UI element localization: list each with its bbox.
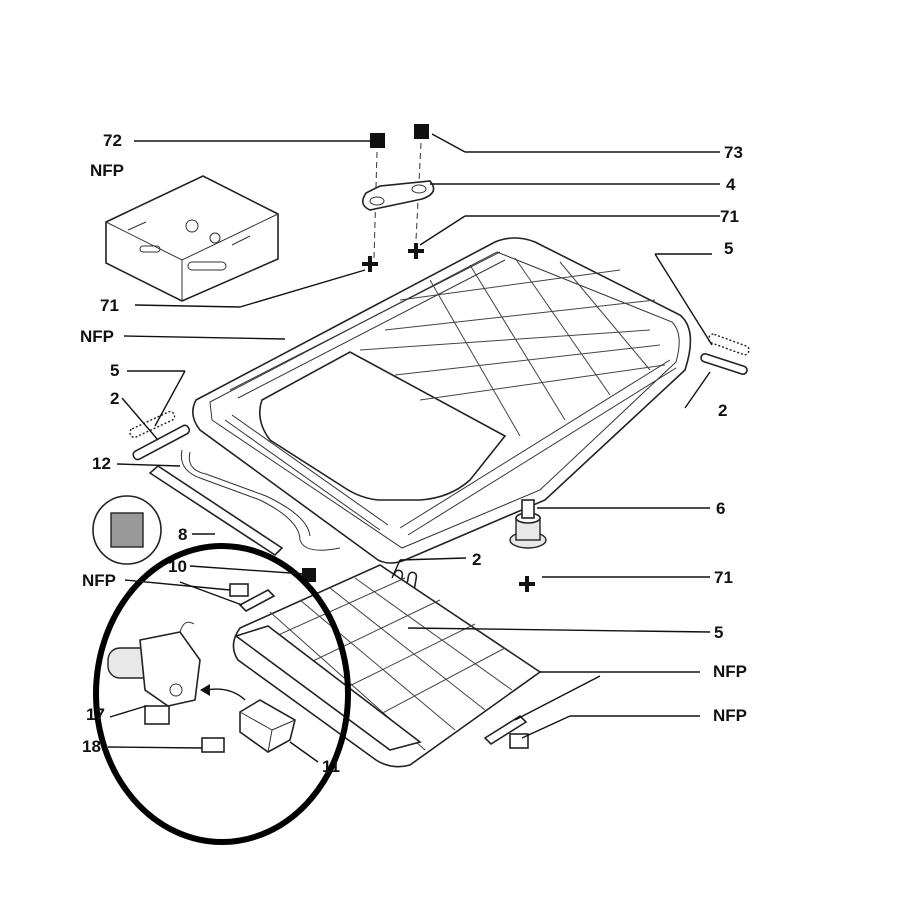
square-nut-icon — [370, 133, 385, 148]
plus-fastener-icon — [362, 256, 378, 272]
label-11: 11 — [322, 757, 340, 776]
label-nfp-right2: NFP — [713, 706, 747, 725]
plate-part-4 — [362, 180, 435, 211]
wire-clip — [238, 589, 276, 612]
label-2-right: 2 — [718, 401, 727, 420]
plus-fastener-icon — [519, 576, 535, 592]
label-71-right: 71 — [714, 568, 733, 587]
label-2-mid: 2 — [472, 550, 481, 569]
spring-part-5-left — [129, 410, 176, 439]
pin-part-2-right — [700, 353, 748, 375]
connector-18 — [201, 737, 225, 753]
parts-box — [105, 175, 279, 302]
highlight-circle — [93, 543, 351, 845]
label-nfp-frame: NFP — [80, 327, 114, 346]
label-71-top: 71 — [720, 207, 739, 226]
strip-part-8 — [148, 464, 284, 557]
label-5-left: 5 — [110, 361, 119, 380]
label-72: 72 — [103, 131, 122, 150]
plus-fastener-icon — [408, 243, 424, 259]
label-71-left: 71 — [100, 296, 119, 315]
sunroof-frame — [192, 237, 692, 564]
pin-part-2-left — [132, 424, 191, 461]
assembly-arrow — [205, 688, 246, 701]
label-6: 6 — [716, 499, 725, 518]
module-11 — [239, 699, 296, 753]
motor-icon — [107, 621, 201, 725]
knob-part-6 — [509, 499, 547, 549]
label-12: 12 — [92, 454, 111, 473]
label-5-right: 5 — [724, 239, 733, 258]
label-5-lower: 5 — [714, 623, 723, 642]
label-17: 17 — [86, 705, 105, 724]
leader-lines — [107, 133, 720, 763]
label-10: 10 — [168, 557, 187, 576]
label-nfp-left: NFP — [82, 571, 116, 590]
clip-nfp — [229, 583, 249, 597]
label-8: 8 — [178, 525, 187, 544]
label-18: 18 — [82, 737, 101, 756]
fastener-10 — [302, 568, 316, 582]
label-73: 73 — [724, 143, 743, 162]
nfp-clip-right — [483, 714, 528, 746]
glass-panel — [232, 564, 542, 768]
label-nfp-right1: NFP — [713, 662, 747, 681]
spring-part-5-right — [707, 333, 750, 356]
label-2-left: 2 — [110, 389, 119, 408]
label-4: 4 — [726, 175, 736, 194]
label-nfp-box: NFP — [90, 161, 124, 180]
square-nut-icon — [414, 124, 429, 139]
cable-part-12 — [180, 449, 341, 551]
